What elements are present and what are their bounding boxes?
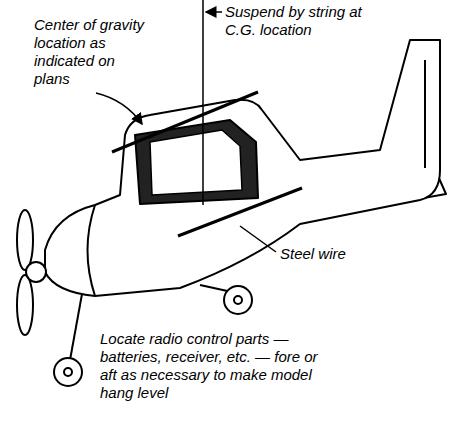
instruction-note: Locate radio control parts — batteries, … (100, 330, 325, 402)
wire-label: Steel wire (280, 245, 400, 263)
string-note: Suspend by string at C.G. location (225, 3, 365, 39)
cg-note: Center of gravity location as indicated … (34, 16, 154, 88)
